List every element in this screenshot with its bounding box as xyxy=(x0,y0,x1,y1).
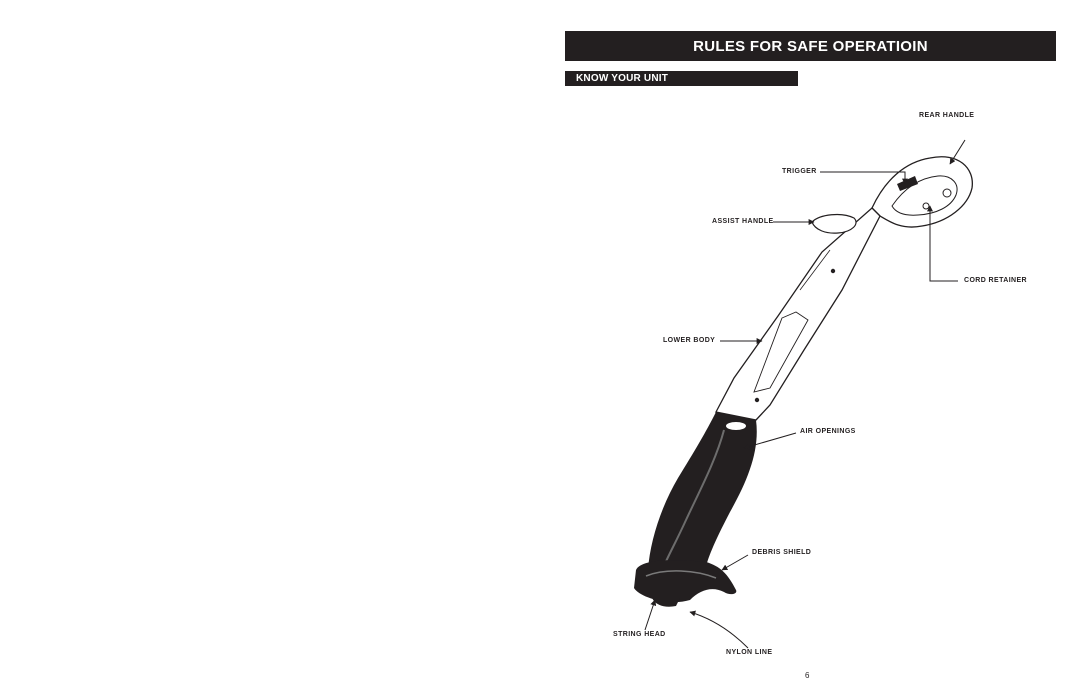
label-cord-retainer: CORD RETAINER xyxy=(964,277,1028,284)
leader-lines xyxy=(644,139,966,649)
page-title: RULES FOR SAFE OPERATIOIN xyxy=(565,31,1056,61)
label-rear-handle: REAR HANDLE xyxy=(919,112,975,119)
leader-rear-handle xyxy=(949,139,966,165)
leader-air-openings xyxy=(743,432,797,450)
label-nylon-line: NYLON LINE xyxy=(726,649,773,656)
leader-trigger xyxy=(820,171,908,185)
leader-string-head xyxy=(644,599,657,631)
shaft-shape xyxy=(715,207,881,421)
section-heading-text: KNOW YOUR UNIT xyxy=(576,73,669,84)
label-string-head: STRING HEAD xyxy=(613,631,666,638)
debris-shield-shape xyxy=(634,560,737,607)
label-debris-shield: DEBRIS SHIELD xyxy=(752,549,812,556)
page-number: 6 xyxy=(805,671,810,680)
leader-debris-shield xyxy=(721,554,749,571)
motor-housing-shape xyxy=(648,412,757,570)
trimmer-illustration xyxy=(634,139,973,649)
assist-handle-shape xyxy=(811,213,857,234)
rear-handle-shape xyxy=(871,156,973,228)
label-air-openings: AIR OPENINGS xyxy=(800,428,856,435)
label-assist-handle: ASSIST HANDLE xyxy=(712,218,774,225)
section-heading: KNOW YOUR UNIT xyxy=(565,71,798,86)
leader-nylon-line xyxy=(689,610,749,649)
label-trigger: TRIGGER xyxy=(782,168,817,175)
leader-cord-retainer xyxy=(927,205,958,282)
page-title-text: RULES FOR SAFE OPERATIOIN xyxy=(693,37,928,55)
label-lower-body: LOWER BODY xyxy=(663,337,716,344)
